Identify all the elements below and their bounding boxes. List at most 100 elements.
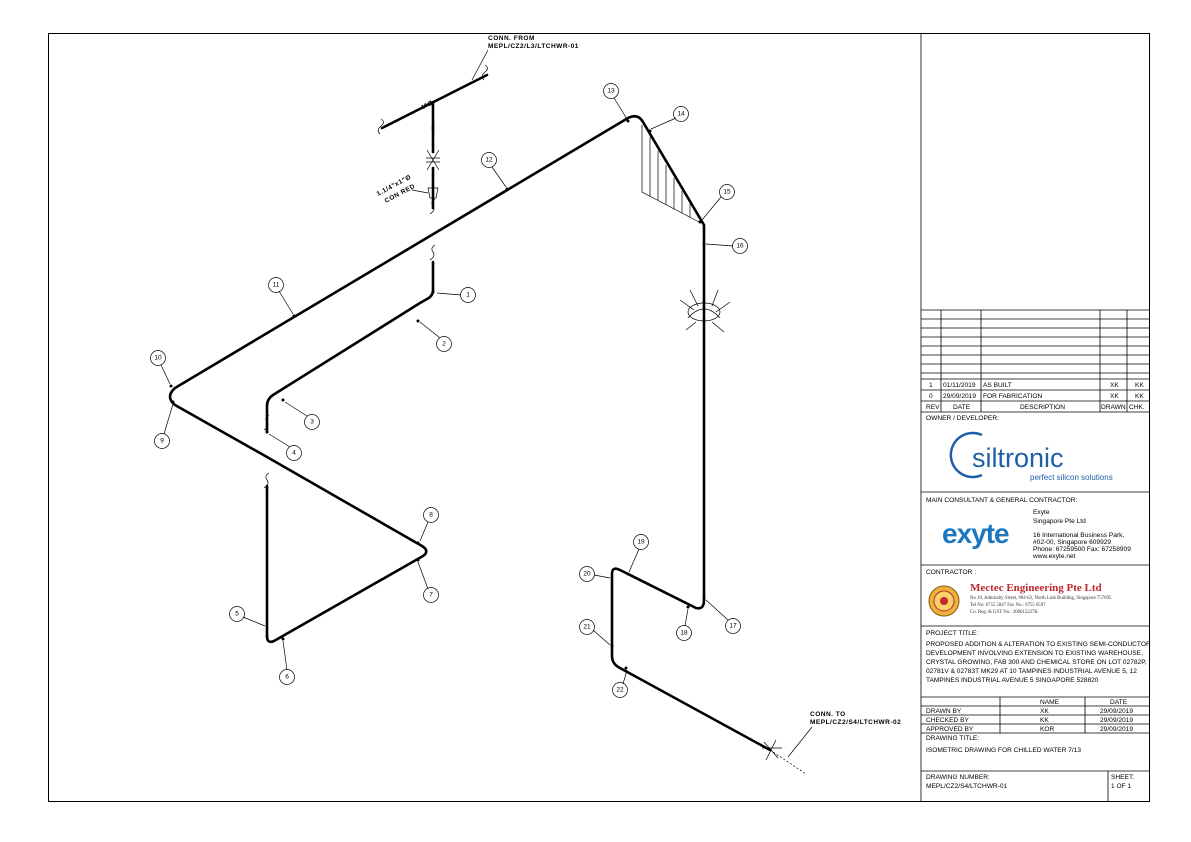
siltronic-logo: siltronic [972,443,1064,473]
pipe-tag-label: 15 [723,189,731,196]
pipe-tag-label: 18 [680,630,688,637]
pipe-tag-label: 21 [583,624,591,631]
project-line: 02781V & 02783T MK29 AT 10 TAMPINES INDU… [926,668,1137,675]
mectec-seal-icon [928,585,960,617]
pipe-tag: 22 [612,669,628,698]
pipe-tag-label: 6 [285,674,289,681]
pipe-tags: 1 2 3 4 5 6 7 8 9 10 11 12 13 14 15 16 1… [150,83,748,698]
rev-number: 0 [929,393,933,400]
pipe-tag-label: 4 [292,450,296,457]
approval-date: 29/09/2019 [1100,726,1133,733]
contractor-name: Mectec Engineering Pte Ltd [970,582,1102,594]
sheet-label: SHEET: [1111,774,1134,781]
rev-checked: KK [1135,393,1144,400]
drawing-title-section: DRAWING TITLE: ISOMETRIC DRAWING FOR CHI… [921,735,1150,772]
approval-name: KK [1040,717,1049,724]
rev-description: FOR FABRICATION [983,393,1042,400]
drawing-number-label: DRAWING NUMBER: [926,774,990,781]
project-line: PROPOSED ADDITION & ALTERATION TO EXISTI… [926,641,1151,648]
contractor-tel: Tel No: 6755 5847 Fax No.: 6755 0597 [970,603,1046,608]
pipe-tag: 15 [701,184,735,221]
approvals-header-name: NAME [1040,699,1060,706]
pipe-annotations: CONN. FROM MEPL/CZ2/L3/LTCHWR-01 4"Ø 1.1… [376,35,901,758]
pipe-tag-label: 14 [677,111,685,118]
pipe-tag: 2 [419,321,452,352]
pipe-tag-label: 20 [583,571,591,578]
pipe-tag: 13 [603,83,628,120]
pipe-tag-label: 5 [235,611,239,618]
pipe-tag-label: 17 [729,623,737,630]
project-line: DEVELOPMENT INVOLVING EXTENSION TO EXIST… [926,650,1143,657]
conn-from-ref: MEPL/CZ2/L3/LTCHWR-01 [488,43,579,50]
owner-label: OWNER / DEVELOPER: [926,415,999,422]
approval-name: XK [1040,708,1049,715]
drawing-number-value: MEPL/CZ2/S4/LTCHWR-01 [926,783,1008,790]
conn-to-ref: MEPL/CZ2/S4/LTCHWR-02 [810,719,901,726]
pipe-tag: 16 [705,238,748,254]
consultant-address: 16 International Business Park, [1033,532,1124,539]
approval-role: DRAWN BY [926,708,962,715]
contractor-label: CONTRACTOR : [926,569,976,576]
consultant-section: MAIN CONSULTANT & GENERAL CONTRACTOR: ex… [921,497,1150,566]
rev-date: 29/09/2019 [943,393,976,400]
rev-description: AS BUILT [983,382,1012,389]
pipe-tag-label: 9 [160,438,164,445]
pipe-tag: 9 [154,403,174,449]
title-block: 1 01/11/2019 AS BUILT XK KK 0 29/09/2019… [920,33,1151,802]
rev-number: 1 [929,382,933,389]
pipe-tag-label: 10 [154,355,162,362]
revision-table: 1 01/11/2019 AS BUILT XK KK 0 29/09/2019… [921,309,1150,413]
approval-date: 29/09/2019 [1100,717,1133,724]
consultant-name-2: Singapore Pte Ltd [1033,518,1086,525]
pipe-tag: 18 [676,608,692,641]
pipe-tag-label: 13 [607,88,615,95]
conn-from-label: CONN. FROM [488,35,535,42]
drawing-number-section: DRAWING NUMBER: MEPL/CZ2/S4/LTCHWR-01 SH… [926,771,1134,802]
contractor-address: No 10, Admiralty Street, #04-63, North L… [970,596,1112,601]
contractor-reg: Co. Reg. & GST No.: 200615227K [970,610,1038,615]
pipe-tag: 14 [650,106,689,130]
rev-header-description: DESCRIPTION [1020,404,1065,411]
project-line: CRYSTAL GROWING, FAB 300 AND CHEMICAL ST… [926,659,1147,666]
siltronic-tagline: perfect silicon solutions [1030,473,1113,482]
pipe-tag: 3 [284,401,320,430]
project-section: PROJECT TITLE: PROPOSED ADDITION & ALTER… [921,630,1151,698]
approval-role: CHECKED BY [926,717,969,724]
pipe-tag-label: 1 [466,292,470,299]
pipe-tag: 7 [417,561,439,603]
consultant-label: MAIN CONSULTANT & GENERAL CONTRACTOR: [926,497,1077,504]
approvals-header-date: DATE [1110,699,1128,706]
conn-to-label: CONN. TO [810,711,846,718]
rev-header-date: DATE [953,404,971,411]
pipe-tag-label: 22 [616,687,624,694]
pipe-tag: 5 [229,606,266,627]
pipe-tag-label: 11 [273,282,280,289]
rev-date: 01/11/2019 [943,382,976,389]
pipe-tag-label: 19 [637,539,645,546]
drawing-frame [48,33,1150,802]
approval-date: 29/09/2019 [1100,708,1133,715]
pipe-tag-label: 3 [310,419,314,426]
pipe-tag: 8 [419,507,439,542]
owner-section: OWNER / DEVELOPER: siltronic perfect sil… [921,415,1150,493]
rev-header-drawn: DRAWN [1101,404,1126,411]
project-line: TAMPINES INDUSTRIAL AVENUE 5 SINGAPORE 5… [926,677,1099,684]
pipe-tag-label: 7 [429,592,433,599]
pipe-tag: 17 [705,599,741,634]
consultant-address-2: #02-00, Singapore 609929 [1033,539,1111,546]
drawing-title-label: DRAWING TITLE: [926,735,979,742]
pipe-tag: 10 [150,350,171,385]
sheet-value: 1 OF 1 [1111,783,1131,790]
rev-header-chk: CHK. [1129,404,1145,411]
pipe-tag: 12 [481,152,507,188]
rev-header-rev: REV [926,404,940,411]
rev-drawn: XK [1110,393,1119,400]
pipe-tag: 4 [268,433,302,461]
siltronic-swoosh-icon [949,431,983,479]
pipe-tag: 21 [579,619,611,646]
approvals-table: NAME DATE DRAWN BY XK 29/09/2019 CHECKED… [921,697,1150,734]
rev-drawn: XK [1110,382,1119,389]
exyte-logo: exyte [942,518,1009,549]
pipe-tag-label: 12 [485,157,493,164]
pipe-tag: 6 [279,640,295,685]
